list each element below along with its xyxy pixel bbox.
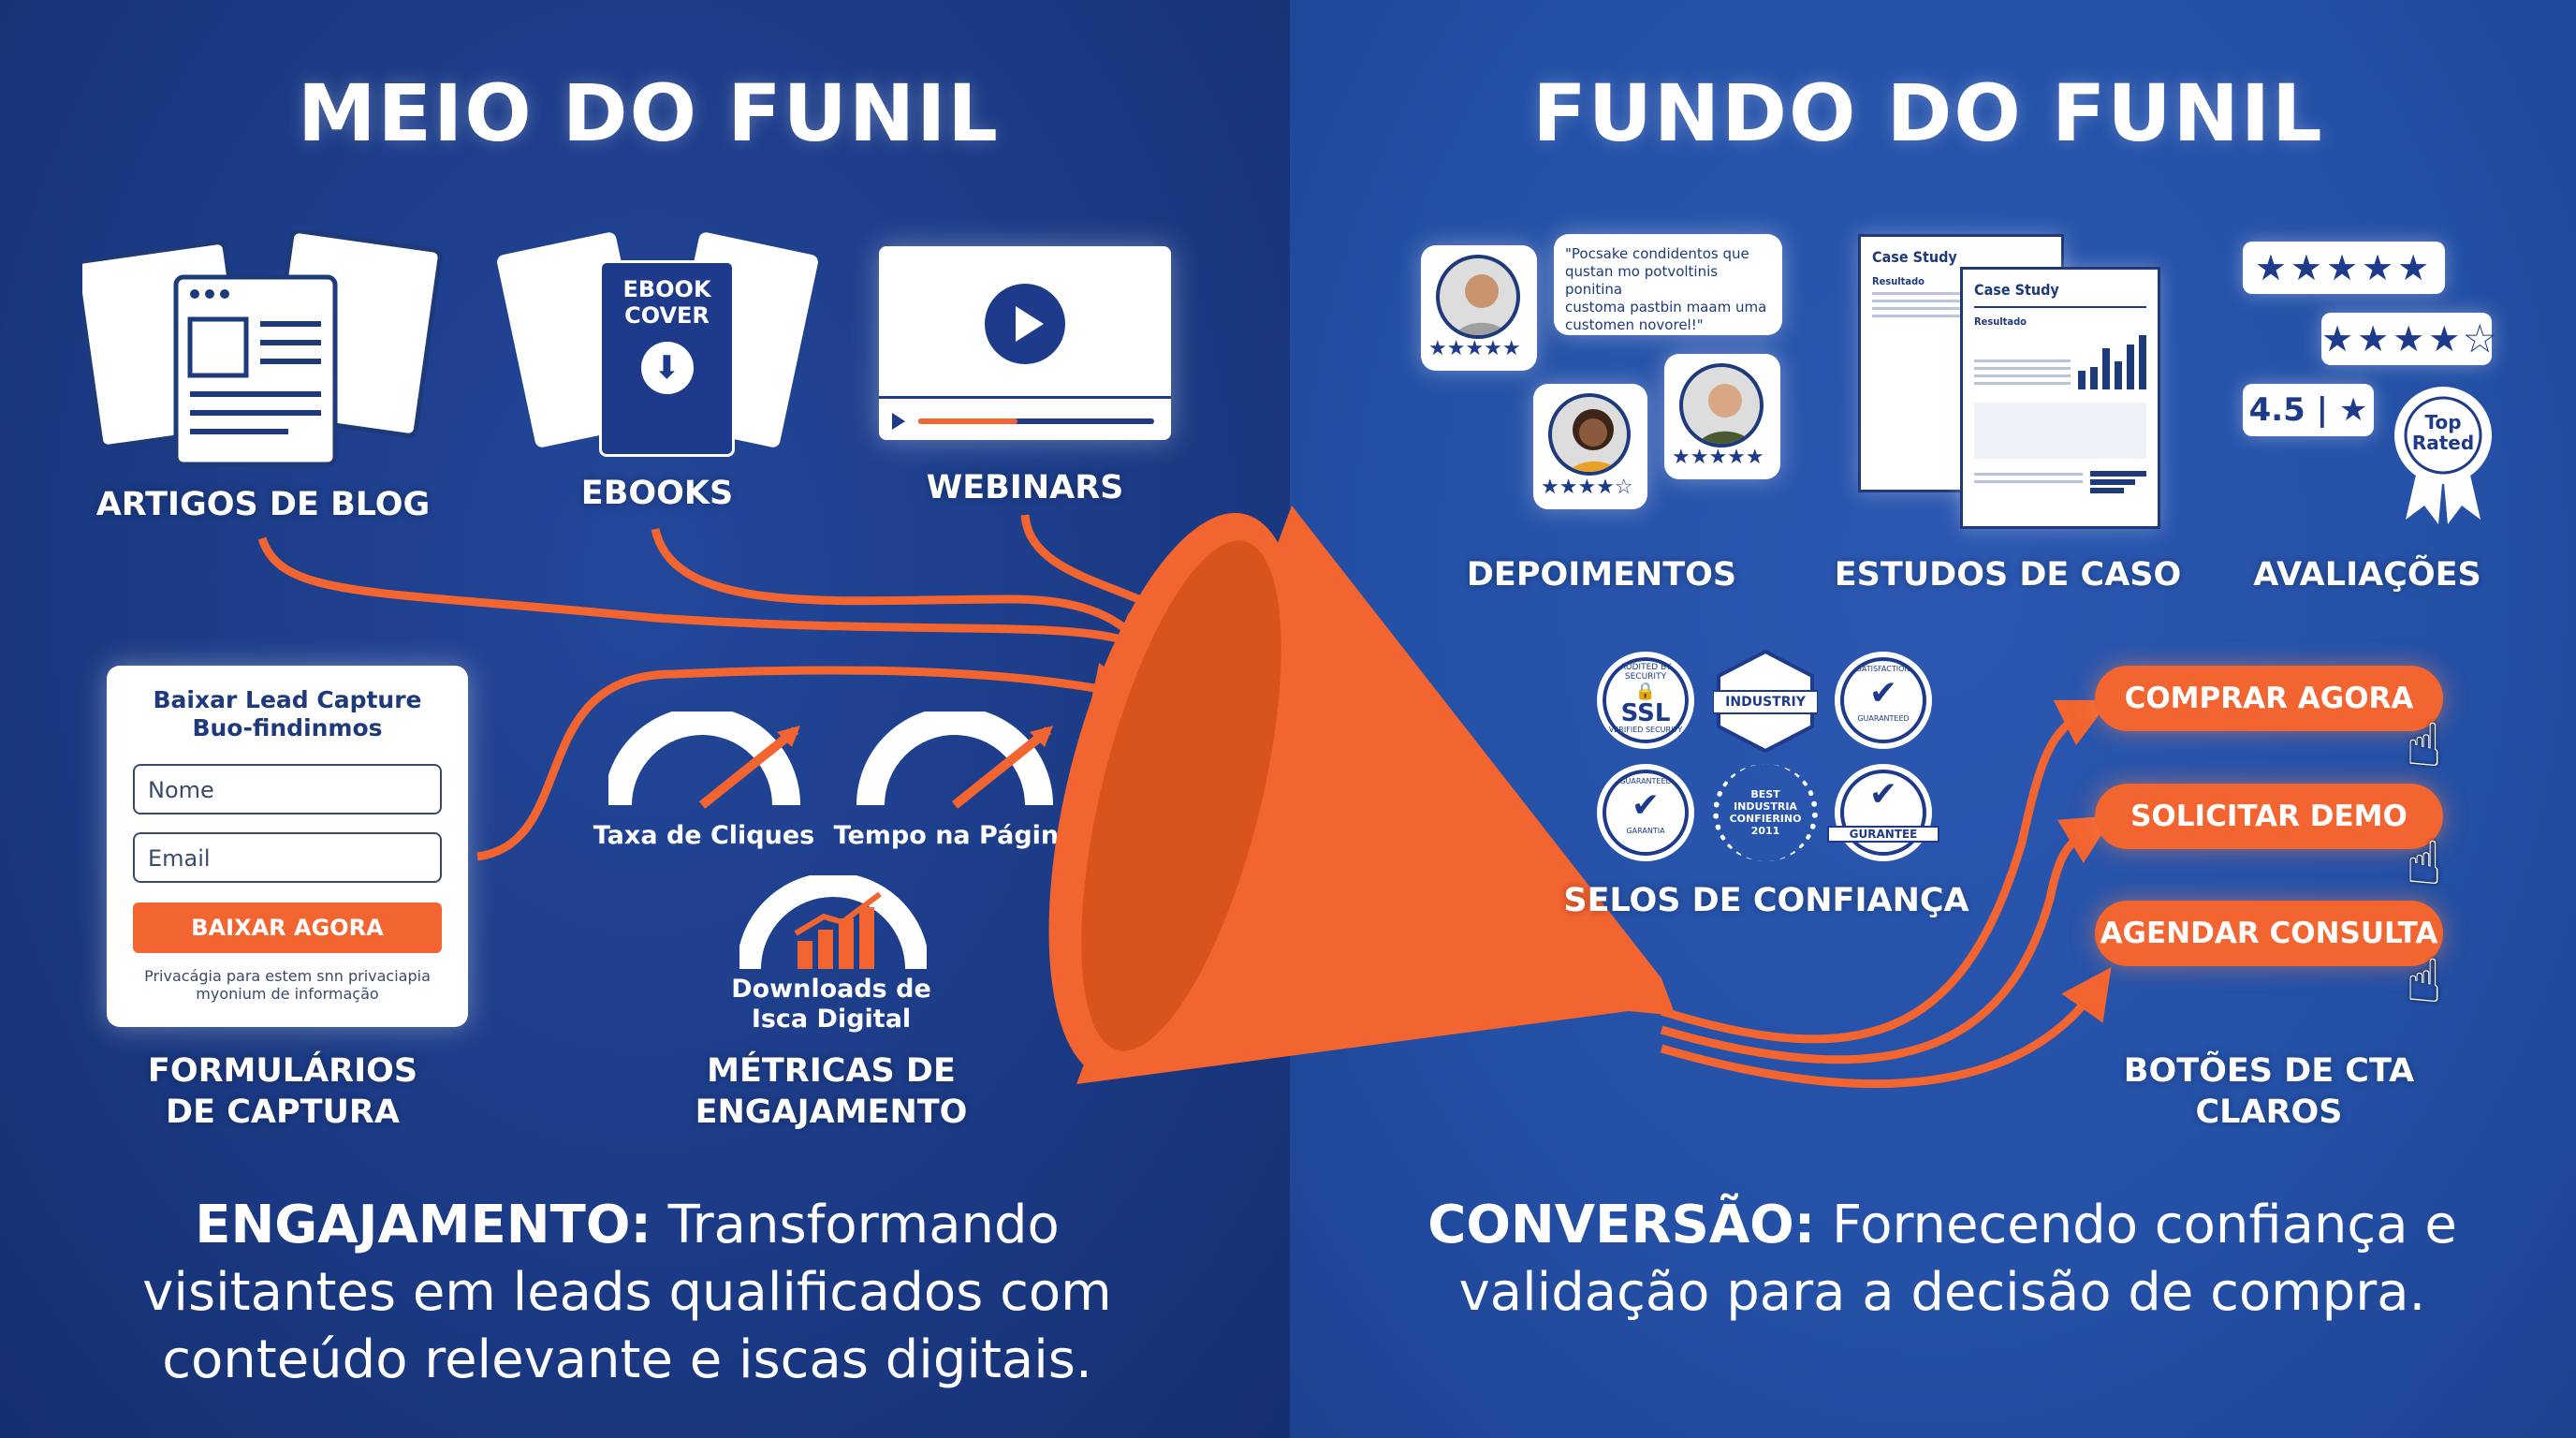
- testimonials-label: DEPOIMENTOS: [1466, 556, 1737, 594]
- guarantee-ribbon-badge-icon: ✔ GURANTEE: [1827, 764, 1939, 861]
- download-icon: ⬇: [640, 342, 694, 394]
- rating-stars: ★★★★★: [1428, 337, 1521, 360]
- case-study-doc-front: Case Study Resultado: [1960, 267, 2160, 529]
- guaranteed-badge-icon: GUARANTEED ✔ GARANTIA: [1597, 764, 1694, 861]
- trust-seals-label: SELOS DE CONFIANÇA: [1563, 882, 1969, 919]
- name-field[interactable]: Nome: [133, 764, 442, 814]
- downloads-chart-icon: [739, 875, 927, 969]
- rating-stars: ★★★★★: [1672, 446, 1764, 469]
- score-badge: 4.5 | ★: [2243, 384, 2374, 436]
- ratings-label: AVALIAÇÕES: [2253, 556, 2481, 594]
- case-studies-label: ESTUDOS DE CASO: [1834, 556, 2182, 594]
- avatar: [1436, 255, 1520, 339]
- webinars-label: WEBINARS: [926, 469, 1124, 506]
- engagement-summary: ENGAJAMENTO: Transformando visitantes em…: [142, 1195, 1112, 1390]
- right-title: FUNDO DO FUNIL: [1532, 67, 2324, 159]
- pointer-hand-icon: ☝: [2406, 712, 2442, 781]
- blog-label: ARTIGOS DE BLOG: [95, 486, 431, 523]
- blog-articles-icon: [82, 230, 443, 467]
- five-star-rating: ★★★★★: [2243, 242, 2445, 294]
- funnel-icon: [1048, 506, 1676, 1084]
- play-button-icon[interactable]: [985, 284, 1065, 364]
- video-progress-bar[interactable]: [918, 418, 1154, 424]
- avatar: [1679, 363, 1764, 448]
- testimonial-card-1: ★★★★★: [1421, 245, 1537, 371]
- email-field[interactable]: Email: [133, 832, 442, 883]
- click-rate-label: Taxa de Cliques: [593, 821, 815, 850]
- ebook-cover-subtitle: COVER: [624, 302, 710, 329]
- gauges: [608, 712, 1053, 809]
- testimonial-card-3: ★★★★★: [1664, 354, 1780, 479]
- time-on-page-label: Tempo na Página: [833, 821, 1076, 850]
- avatar: [1548, 393, 1631, 476]
- left-title: MEIO DO FUNIL: [298, 67, 1000, 159]
- schedule-consultation-button[interactable]: AGENDAR CONSULTA: [2095, 901, 2443, 966]
- ssl-badge-icon: AUDITED BY SECURITY 🔒 SSL VERIFIED SECUR…: [1597, 652, 1694, 749]
- ebook-cover-title: EBOOK: [622, 276, 711, 302]
- ebooks-icon: EBOOK COVER ⬇: [495, 230, 820, 457]
- industry-badge-icon: INDUSTRIY: [1713, 650, 1818, 753]
- time-on-page-gauge-icon: [856, 712, 1053, 809]
- rating-stars: ★★★★☆: [1541, 476, 1633, 499]
- bar-chart-icon: [1974, 333, 2146, 389]
- click-rate-gauge-icon: [608, 712, 800, 809]
- ebooks-label: EBOOKS: [580, 475, 734, 512]
- satisfaction-guaranteed-badge-icon: SATISFACTION ✔ GUARANTEED: [1835, 652, 1932, 749]
- request-demo-button[interactable]: SOLICITAR DEMO: [2095, 784, 2443, 849]
- pointer-hand-icon: ☝: [2406, 829, 2442, 899]
- download-now-button[interactable]: BAIXAR AGORA: [133, 902, 442, 953]
- trust-badges: AUDITED BY SECURITY 🔒 SSL VERIFIED SECUR…: [1591, 646, 1942, 866]
- buy-now-button[interactable]: COMPRAR AGORA: [2095, 666, 2443, 731]
- testimonial-card-2: ★★★★☆: [1533, 384, 1647, 509]
- flow-arrows: [257, 514, 2115, 1089]
- partial-star-rating: ★★★★★: [2321, 313, 2496, 365]
- pointer-hand-icon: ☝: [2406, 947, 2442, 1017]
- conversion-summary: CONVERSÃO: Fornecendo confiança e valida…: [1427, 1195, 2457, 1323]
- webinar-video-player[interactable]: [879, 246, 1171, 440]
